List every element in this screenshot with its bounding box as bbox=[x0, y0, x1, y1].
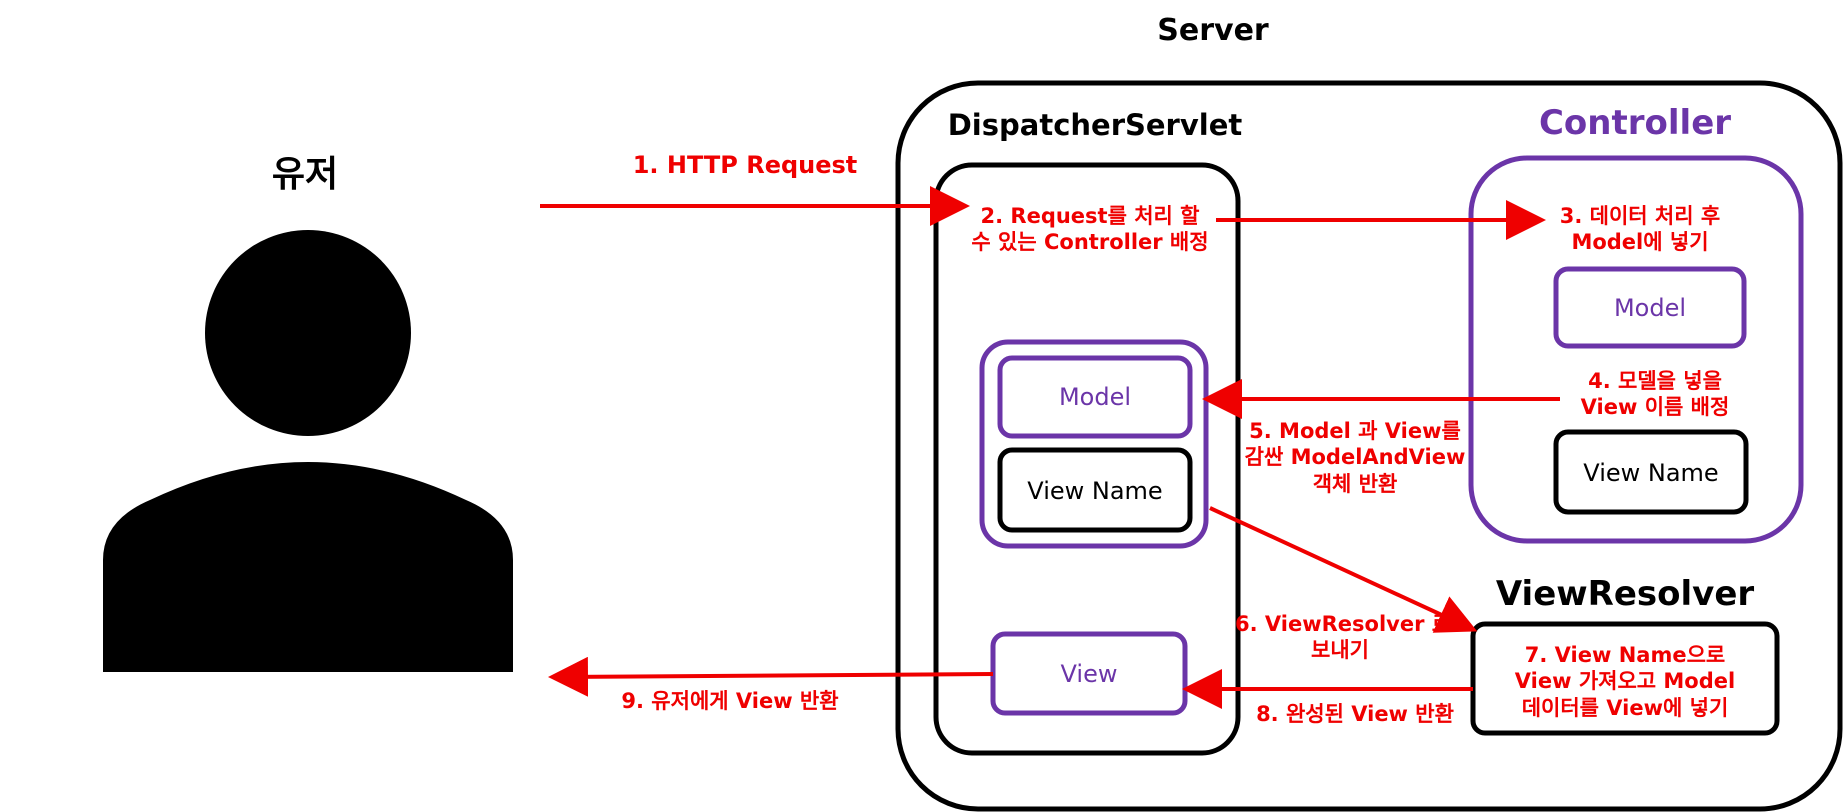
view-resolver-text: 7. View Name으로 View 가져오고 Model 데이터를 View… bbox=[1473, 642, 1777, 721]
step-5-line-1: 5. Model 과 View를 bbox=[1249, 419, 1461, 443]
step-6-line-1: 6. ViewResolver 로 bbox=[1235, 612, 1452, 636]
controller-view-name-box bbox=[1553, 429, 1749, 515]
model-and-view-group-box bbox=[979, 339, 1209, 549]
step-5-label: 5. Model 과 View를 감싼 ModelAndView 객체 반환 bbox=[1240, 418, 1470, 497]
controller-box bbox=[1468, 155, 1804, 544]
server-box bbox=[895, 80, 1843, 812]
step-2-line-2: 수 있는 Controller 배정 bbox=[971, 230, 1209, 255]
step-4-label: 4. 모델을 넣을 View 이름 배정 bbox=[1540, 368, 1770, 421]
controller-model-box bbox=[1553, 266, 1747, 349]
step-6-line-2: 보내기 bbox=[1311, 638, 1369, 663]
dispatcher-view-name-label: View Name bbox=[1027, 477, 1163, 505]
step-4-line-1: 4. 모델을 넣을 bbox=[1588, 369, 1722, 393]
step-5-line-2: 감싼 ModelAndView bbox=[1244, 445, 1466, 470]
step-8-label: 8. 완성된 View 반환 bbox=[1256, 702, 1454, 726]
view-resolver-box bbox=[1470, 621, 1780, 736]
view-resolver-text-line-1: 7. View Name으로 bbox=[1524, 643, 1726, 667]
user-title: 유저 bbox=[271, 154, 339, 195]
step-3-line-2: Model에 넣기 bbox=[1571, 230, 1709, 255]
step-4-line-2: View 이름 배정 bbox=[1580, 395, 1730, 420]
step-9-label: 9. 유저에게 View 반환 bbox=[621, 689, 839, 713]
dispatcher-view-name-box bbox=[997, 447, 1193, 533]
dispatcher-servlet-box bbox=[933, 162, 1241, 756]
dispatcher-view-label: View bbox=[1060, 660, 1118, 688]
dispatcher-servlet-title: DispatcherServlet bbox=[947, 108, 1243, 142]
step-3-line-1: 3. 데이터 처리 후 bbox=[1559, 204, 1721, 228]
step-1-label: 1. HTTP Request bbox=[632, 151, 858, 179]
step-5-line-3: 객체 반환 bbox=[1312, 471, 1398, 496]
controller-view-name-label: View Name bbox=[1583, 459, 1719, 487]
step-3-label: 3. 데이터 처리 후 Model에 넣기 bbox=[1530, 203, 1750, 256]
step-2-line-1: 2. Request를 처리 할 bbox=[980, 204, 1200, 228]
controller-model-label: Model bbox=[1613, 294, 1687, 322]
view-resolver-title: ViewResolver bbox=[1495, 574, 1755, 614]
dispatcher-model-box bbox=[997, 355, 1193, 439]
step-6-label: 6. ViewResolver 로 보내기 bbox=[1235, 611, 1452, 664]
arrow-step-9 bbox=[548, 656, 994, 697]
dispatcher-model-label: Model bbox=[1058, 383, 1132, 411]
controller-title: Controller bbox=[1538, 103, 1732, 143]
person-silhouette-icon bbox=[103, 230, 513, 672]
server-title: Server bbox=[1157, 13, 1269, 48]
view-resolver-text-line-3: 데이터를 View에 넣기 bbox=[1521, 695, 1729, 720]
step-2-label: 2. Request를 처리 할 수 있는 Controller 배정 bbox=[950, 203, 1230, 256]
view-resolver-text-line-2: View 가져오고 Model bbox=[1514, 669, 1736, 694]
arrow-step-6 bbox=[1209, 506, 1478, 633]
